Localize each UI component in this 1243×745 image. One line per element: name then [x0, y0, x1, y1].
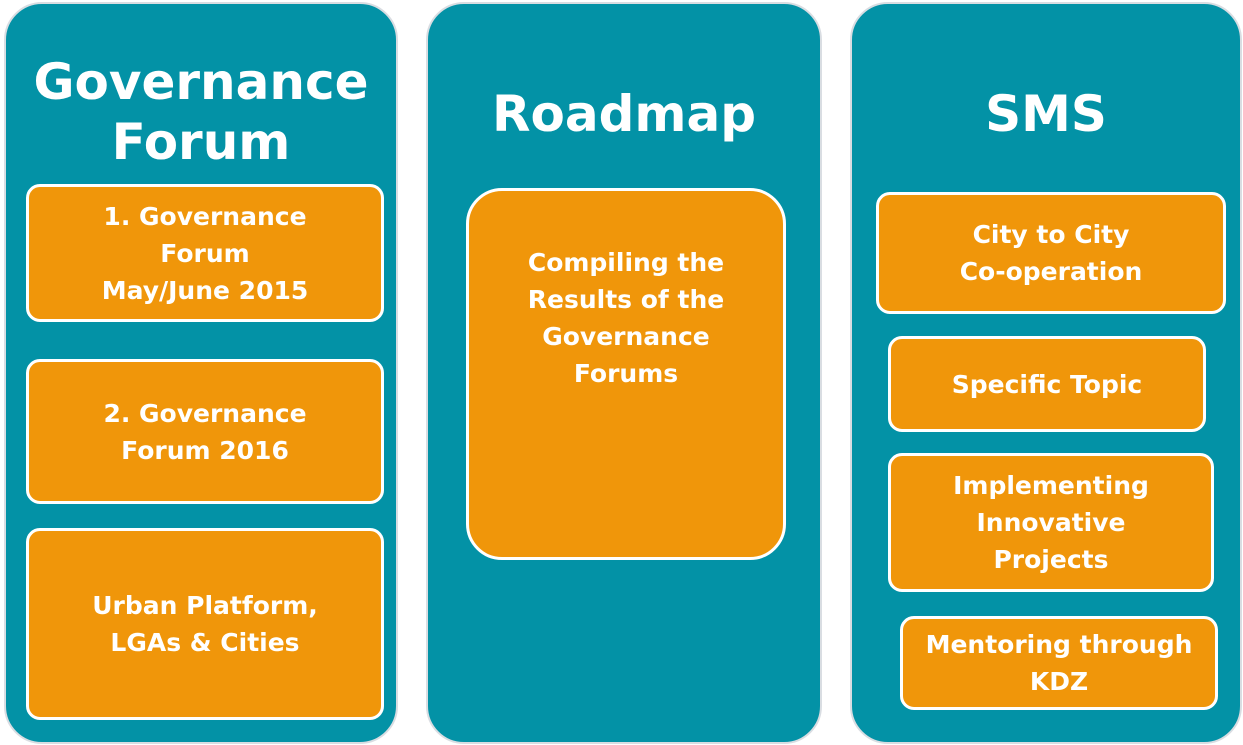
sms-column: SMS City to City Co-operation Specific T… — [850, 2, 1242, 744]
urban-platform-label: Urban Platform, LGAs & Cities — [92, 591, 318, 657]
compiling-results-box: Compiling the Results of the Governance … — [466, 188, 786, 560]
governance-forum-2015-label: 1. Governance Forum May/June 2015 — [101, 201, 309, 305]
mentoring-kdz-label: Mentoring through KDZ — [925, 630, 1193, 696]
governance-forum-2016-box: 2. Governance Forum 2016 — [26, 359, 384, 504]
mentoring-kdz-box: Mentoring through KDZ — [900, 616, 1218, 710]
roadmap-column: Roadmap Compiling the Results of the Gov… — [426, 2, 822, 744]
governance-forum-2016-label: 2. Governance Forum 2016 — [103, 398, 307, 465]
roadmap-title: Roadmap — [491, 85, 756, 143]
innovative-projects-box: Implementing Innovative Projects — [888, 453, 1214, 592]
sms-title: SMS — [985, 85, 1107, 143]
governance-forum-title: Governance Forum — [33, 53, 369, 171]
city-to-city-box: City to City Co-operation — [876, 192, 1226, 314]
specific-topic-box: Specific Topic — [888, 336, 1206, 432]
innovative-projects-label: Implementing Innovative Projects — [953, 471, 1149, 574]
governance-forum-column: Governance Forum 1. Governance Forum May… — [4, 2, 398, 744]
city-to-city-label: City to City Co-operation — [959, 220, 1143, 286]
compiling-results-label: Compiling the Results of the Governance … — [527, 248, 725, 388]
urban-platform-box: Urban Platform, LGAs & Cities — [26, 528, 384, 720]
specific-topic-label: Specific Topic — [951, 369, 1143, 399]
governance-forum-2015-box: 1. Governance Forum May/June 2015 — [26, 184, 384, 322]
